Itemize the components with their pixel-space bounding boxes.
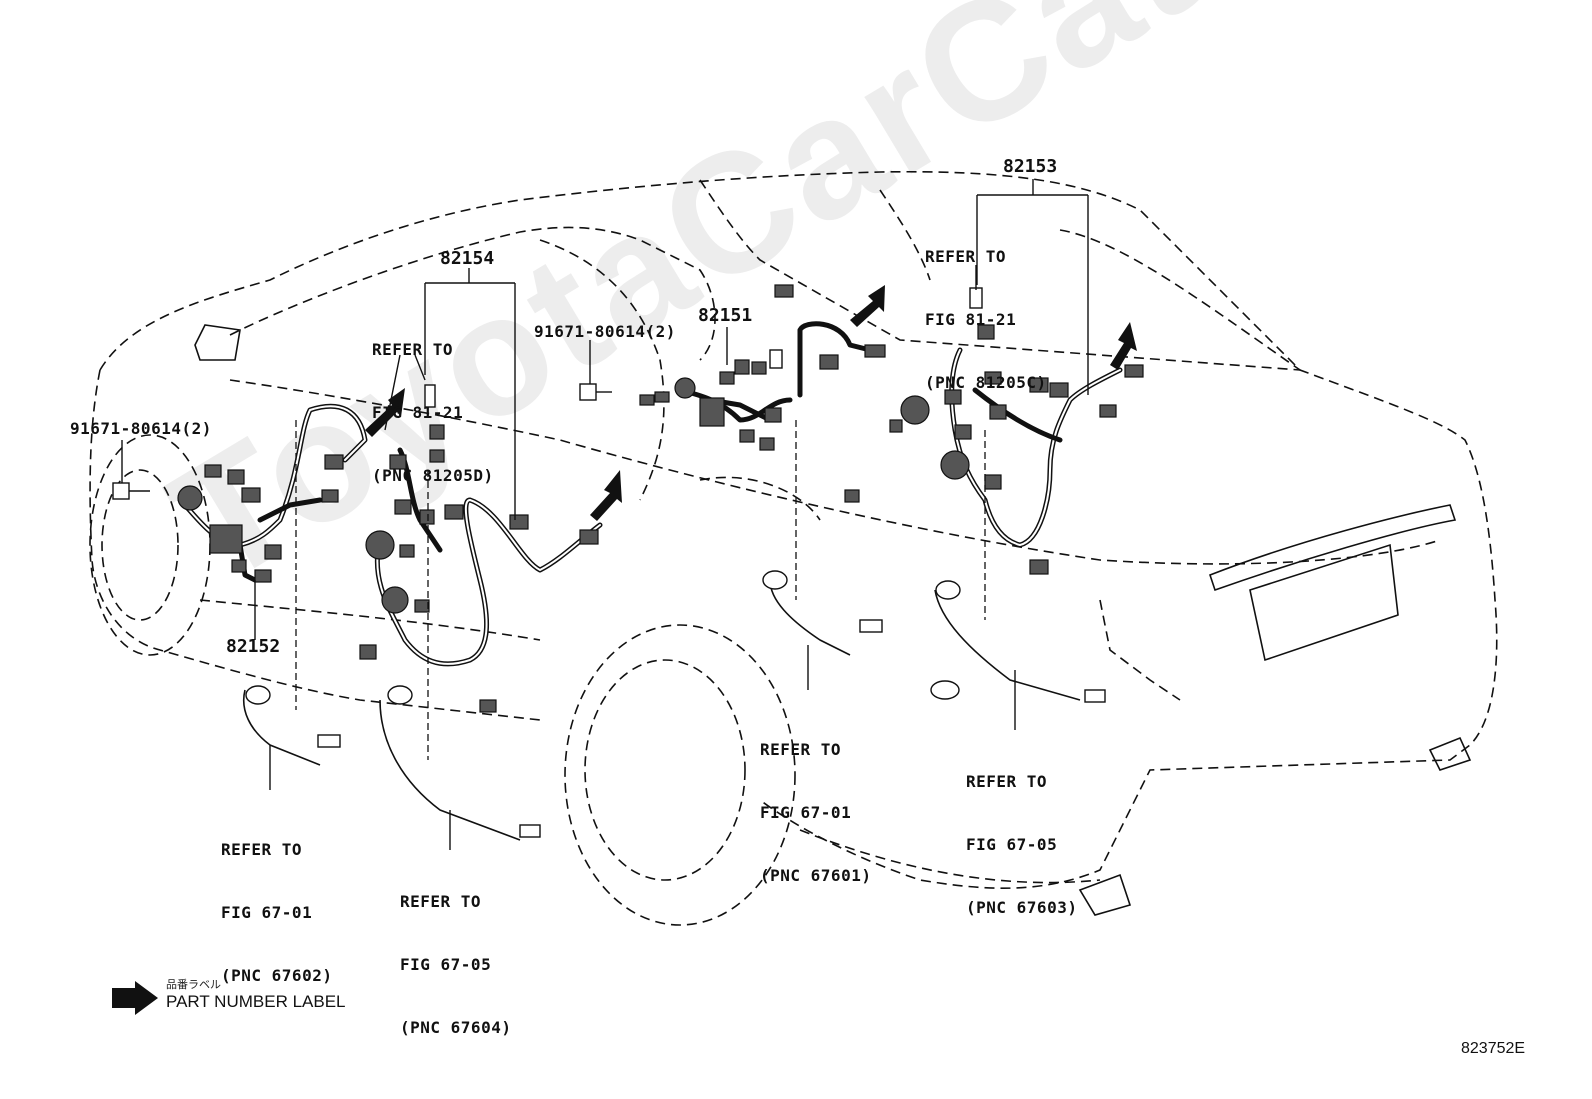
reference-line: FIG 81-21 bbox=[925, 310, 1017, 329]
reference-line: REFER TO bbox=[966, 772, 1048, 791]
reference-line: (PNC 67603) bbox=[966, 898, 1078, 917]
bolt-left-label: 91671-80614(2) bbox=[70, 419, 212, 438]
car-body-outline bbox=[89, 170, 1498, 889]
part-number-82151: 82151 bbox=[698, 305, 753, 326]
bolt-center-label: 91671-80614(2) bbox=[534, 322, 676, 341]
reference-line: FIG 67-05 bbox=[400, 955, 492, 974]
reference-67601: REFER TO FIG 67-01 (PNC 67601) bbox=[760, 697, 871, 928]
reference-line: REFER TO bbox=[221, 840, 303, 859]
reference-line: FIG 67-01 bbox=[221, 903, 313, 922]
legend-jp-label: 品番ラベル bbox=[166, 978, 221, 991]
reference-line: (PNC 67601) bbox=[760, 866, 872, 885]
reference-line: (PNC 81205C) bbox=[925, 373, 1047, 392]
reference-line: (PNC 67602) bbox=[221, 966, 333, 985]
side-mirror bbox=[194, 324, 241, 361]
reference-line: REFER TO bbox=[400, 892, 482, 911]
bolt-left-icon bbox=[112, 482, 150, 500]
harness-82152 bbox=[177, 403, 368, 583]
reference-line: FIG 67-05 bbox=[966, 835, 1058, 854]
part-number-82154: 82154 bbox=[440, 248, 495, 269]
rear-wheel bbox=[564, 624, 796, 926]
reference-line: FIG 67-01 bbox=[760, 803, 852, 822]
reference-line: FIG 81-21 bbox=[372, 403, 464, 422]
harness-82151 bbox=[639, 284, 886, 503]
part-number-label-arrows bbox=[365, 285, 1137, 521]
reference-81205c: REFER TO FIG 81-21 (PNC 81205C) bbox=[925, 204, 1047, 435]
rear-plate bbox=[1209, 504, 1457, 662]
leader-lines bbox=[121, 179, 1089, 850]
reference-81205d: REFER TO FIG 81-21 (PNC 81205D) bbox=[372, 297, 494, 528]
courtesy-lamp-wires bbox=[243, 570, 1106, 841]
reference-line: (PNC 67604) bbox=[400, 1018, 512, 1037]
reference-67602: REFER TO FIG 67-01 (PNC 67602) bbox=[221, 797, 332, 1028]
reference-67604: REFER TO FIG 67-05 (PNC 67604) bbox=[400, 849, 511, 1080]
reference-line: REFER TO bbox=[760, 740, 842, 759]
legend-label: PART NUMBER LABEL bbox=[166, 992, 346, 1011]
exhaust-pipe bbox=[1078, 736, 1472, 916]
arrow-82153-icon bbox=[1110, 322, 1137, 370]
harness-82154 bbox=[359, 384, 603, 713]
reference-line: (PNC 81205D) bbox=[372, 466, 494, 485]
figure-id: 823752E bbox=[1461, 1040, 1526, 1057]
reference-line: REFER TO bbox=[372, 340, 454, 359]
arrow-82151-icon bbox=[850, 285, 885, 327]
front-wheel bbox=[89, 434, 211, 656]
part-number-82153: 82153 bbox=[1003, 156, 1058, 177]
part-number-82152: 82152 bbox=[226, 636, 281, 657]
reference-67603: REFER TO FIG 67-05 (PNC 67603) bbox=[966, 729, 1077, 960]
legend-arrow-icon bbox=[112, 981, 158, 1015]
bolt-center-icon bbox=[579, 383, 612, 401]
arrow-82154-icon bbox=[365, 388, 405, 437]
reference-line: REFER TO bbox=[925, 247, 1007, 266]
harness-82153 bbox=[889, 287, 1144, 575]
arrow-82154b-icon bbox=[590, 470, 622, 521]
